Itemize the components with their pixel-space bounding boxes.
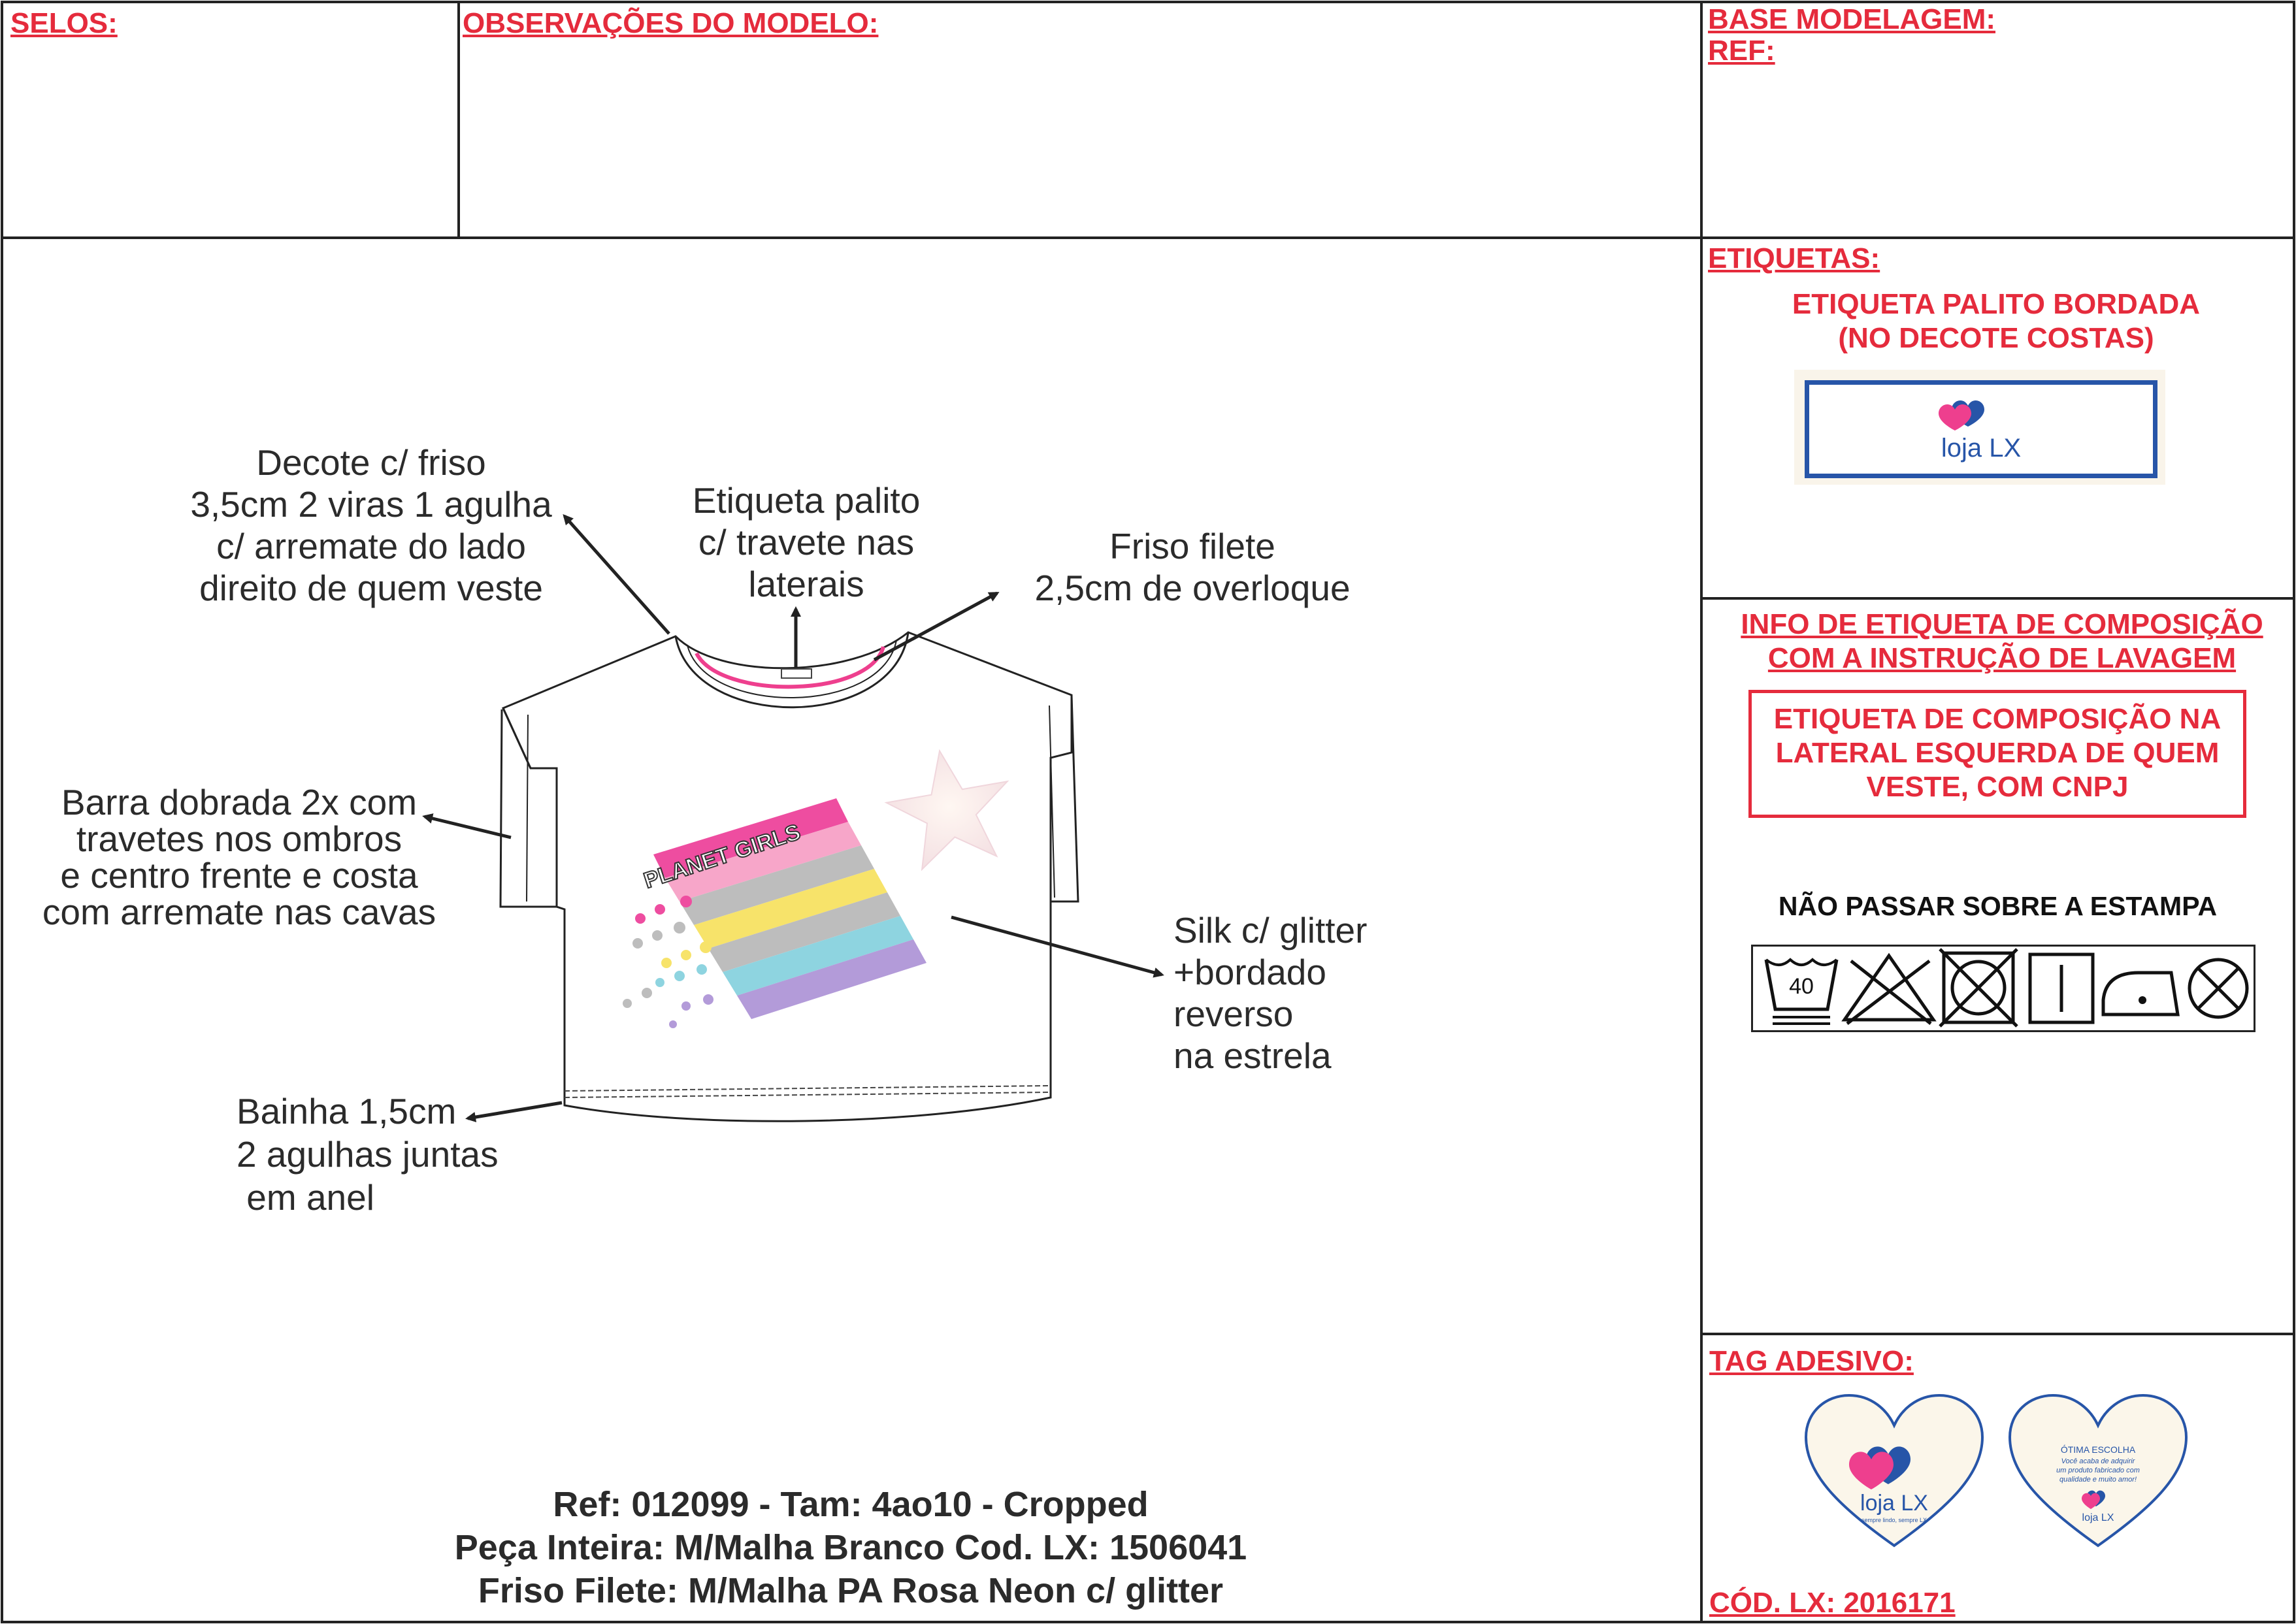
etiqueta-palito-line2: (NO DECOTE COSTAS) (1838, 322, 2154, 354)
tag-heart-logo: loja LX sempre lindo, sempre LX (1804, 1393, 1984, 1548)
no-dry-clean-icon (2188, 958, 2249, 1019)
note-etiqueta-palito: Etiqueta palito c/ travete nas laterais (692, 480, 921, 604)
heart2-logo-text: loja LX (2082, 1512, 2114, 1523)
logo-text: loja LX (1941, 434, 2021, 463)
heart1-tagline: sempre lindo, sempre LX (1861, 1517, 1927, 1523)
neck-label (781, 668, 812, 679)
heart2-line2: Você acaba de adquirir (2061, 1457, 2136, 1465)
arrow-barra (422, 813, 512, 839)
composicao-box-line2: LATERAL ESQUERDA DE QUEM (1775, 737, 2220, 769)
composicao-label-line2: COM A INSTRUÇÃO DE LAVAGEM (1767, 642, 2237, 674)
iron-low-icon (2101, 971, 2180, 1016)
note-decote: Decote c/ friso 3,5cm 2 viras 1 agulha c… (190, 442, 552, 608)
no-bleach-icon (1841, 952, 1937, 1025)
footer-line3: Friso Filete: M/Malha PA Rosa Neon c/ gl… (478, 1571, 1224, 1610)
wash-40-icon: 40 (1764, 958, 1839, 1025)
rainbow-print: PLANET GIRLS (623, 749, 1009, 1028)
note-bainha: Bainha 1,5cm 2 agulhas juntas em anel (237, 1091, 499, 1218)
callout-arrows (422, 514, 1164, 1122)
composicao-box: ETIQUETA DE COMPOSIÇÃO NA LATERAL ESQUER… (1748, 690, 2246, 818)
composicao-box-line1: ETIQUETA DE COMPOSIÇÃO NA (1773, 703, 2222, 735)
composicao-box-text: ETIQUETA DE COMPOSIÇÃO NA LATERAL ESQUER… (1752, 702, 2243, 804)
line-dry-icon (2028, 952, 2095, 1024)
footer-line1: Ref: 012099 - Tam: 4ao10 - Cropped (553, 1485, 1149, 1524)
arrow-bainha (465, 1101, 563, 1122)
nao-passar-warning: NÃO PASSAR SOBRE A ESTAMPA (1778, 891, 2218, 921)
note-silk: Silk c/ glitter +bordado reverso na estr… (1173, 910, 1368, 1076)
tag-heart-message: ÓTIMA ESCOLHA Você acaba de adquirir um … (2008, 1393, 2188, 1548)
note-barra: Barra dobrada 2x com travetes nos ombros… (42, 782, 436, 932)
base-modelagem-label: BASE MODELAGEM: (1708, 3, 1995, 35)
ref-label: REF: (1708, 35, 1775, 67)
composicao-box-line3: VESTE, COM CNPJ (1866, 771, 2129, 803)
arrow-friso (873, 591, 1000, 662)
observacoes-label: OBSERVAÇÕES DO MODELO: (463, 7, 879, 39)
etiqueta-palito-line1: ETIQUETA PALITO BORDADA (1792, 288, 2201, 320)
etiqueta-palito-border: loja LX (1805, 380, 2157, 478)
etiqueta-palito-image: loja LX (1794, 370, 2165, 485)
wash-temp: 40 (1789, 974, 1814, 999)
composicao-label: INFO DE ETIQUETA DE COMPOSIÇÃO COM A INS… (1714, 608, 2289, 675)
heart2-line3: um produto fabricado com (2056, 1467, 2140, 1474)
heart1-logo-text: loja LX (1860, 1491, 1928, 1516)
heart2-line4: qualidade e muito amor! (2059, 1476, 2137, 1484)
selos-label: SELOS: (10, 7, 118, 39)
tag-adesivo-label: TAG ADESIVO: (1709, 1345, 1914, 1377)
no-tumble-dry-icon (1939, 948, 2018, 1028)
heart2-line1: ÓTIMA ESCOLHA (2061, 1444, 2136, 1455)
cod-lx-label: CÓD. LX: 2016171 (1709, 1587, 1956, 1619)
arrow-silk (951, 915, 1164, 978)
footer-line2: Peça Inteira: M/Malha Branco Cod. LX: 15… (454, 1528, 1247, 1567)
note-friso-filete: Friso filete 2,5cm de overloque (1034, 526, 1351, 608)
arrow-decote (563, 514, 670, 635)
garment-flat-sketch: PLANET GIRLS (422, 514, 1164, 1122)
composicao-label-line1: INFO DE ETIQUETA DE COMPOSIÇÃO (1741, 608, 2263, 640)
loja-lx-logo: loja LX (1939, 400, 2021, 463)
etiquetas-label: ETIQUETAS: (1708, 242, 1880, 274)
etiqueta-palito-title: ETIQUETA PALITO BORDADA (NO DECOTE COSTA… (1725, 287, 2267, 355)
care-symbols-strip: 40 (1751, 945, 2255, 1032)
